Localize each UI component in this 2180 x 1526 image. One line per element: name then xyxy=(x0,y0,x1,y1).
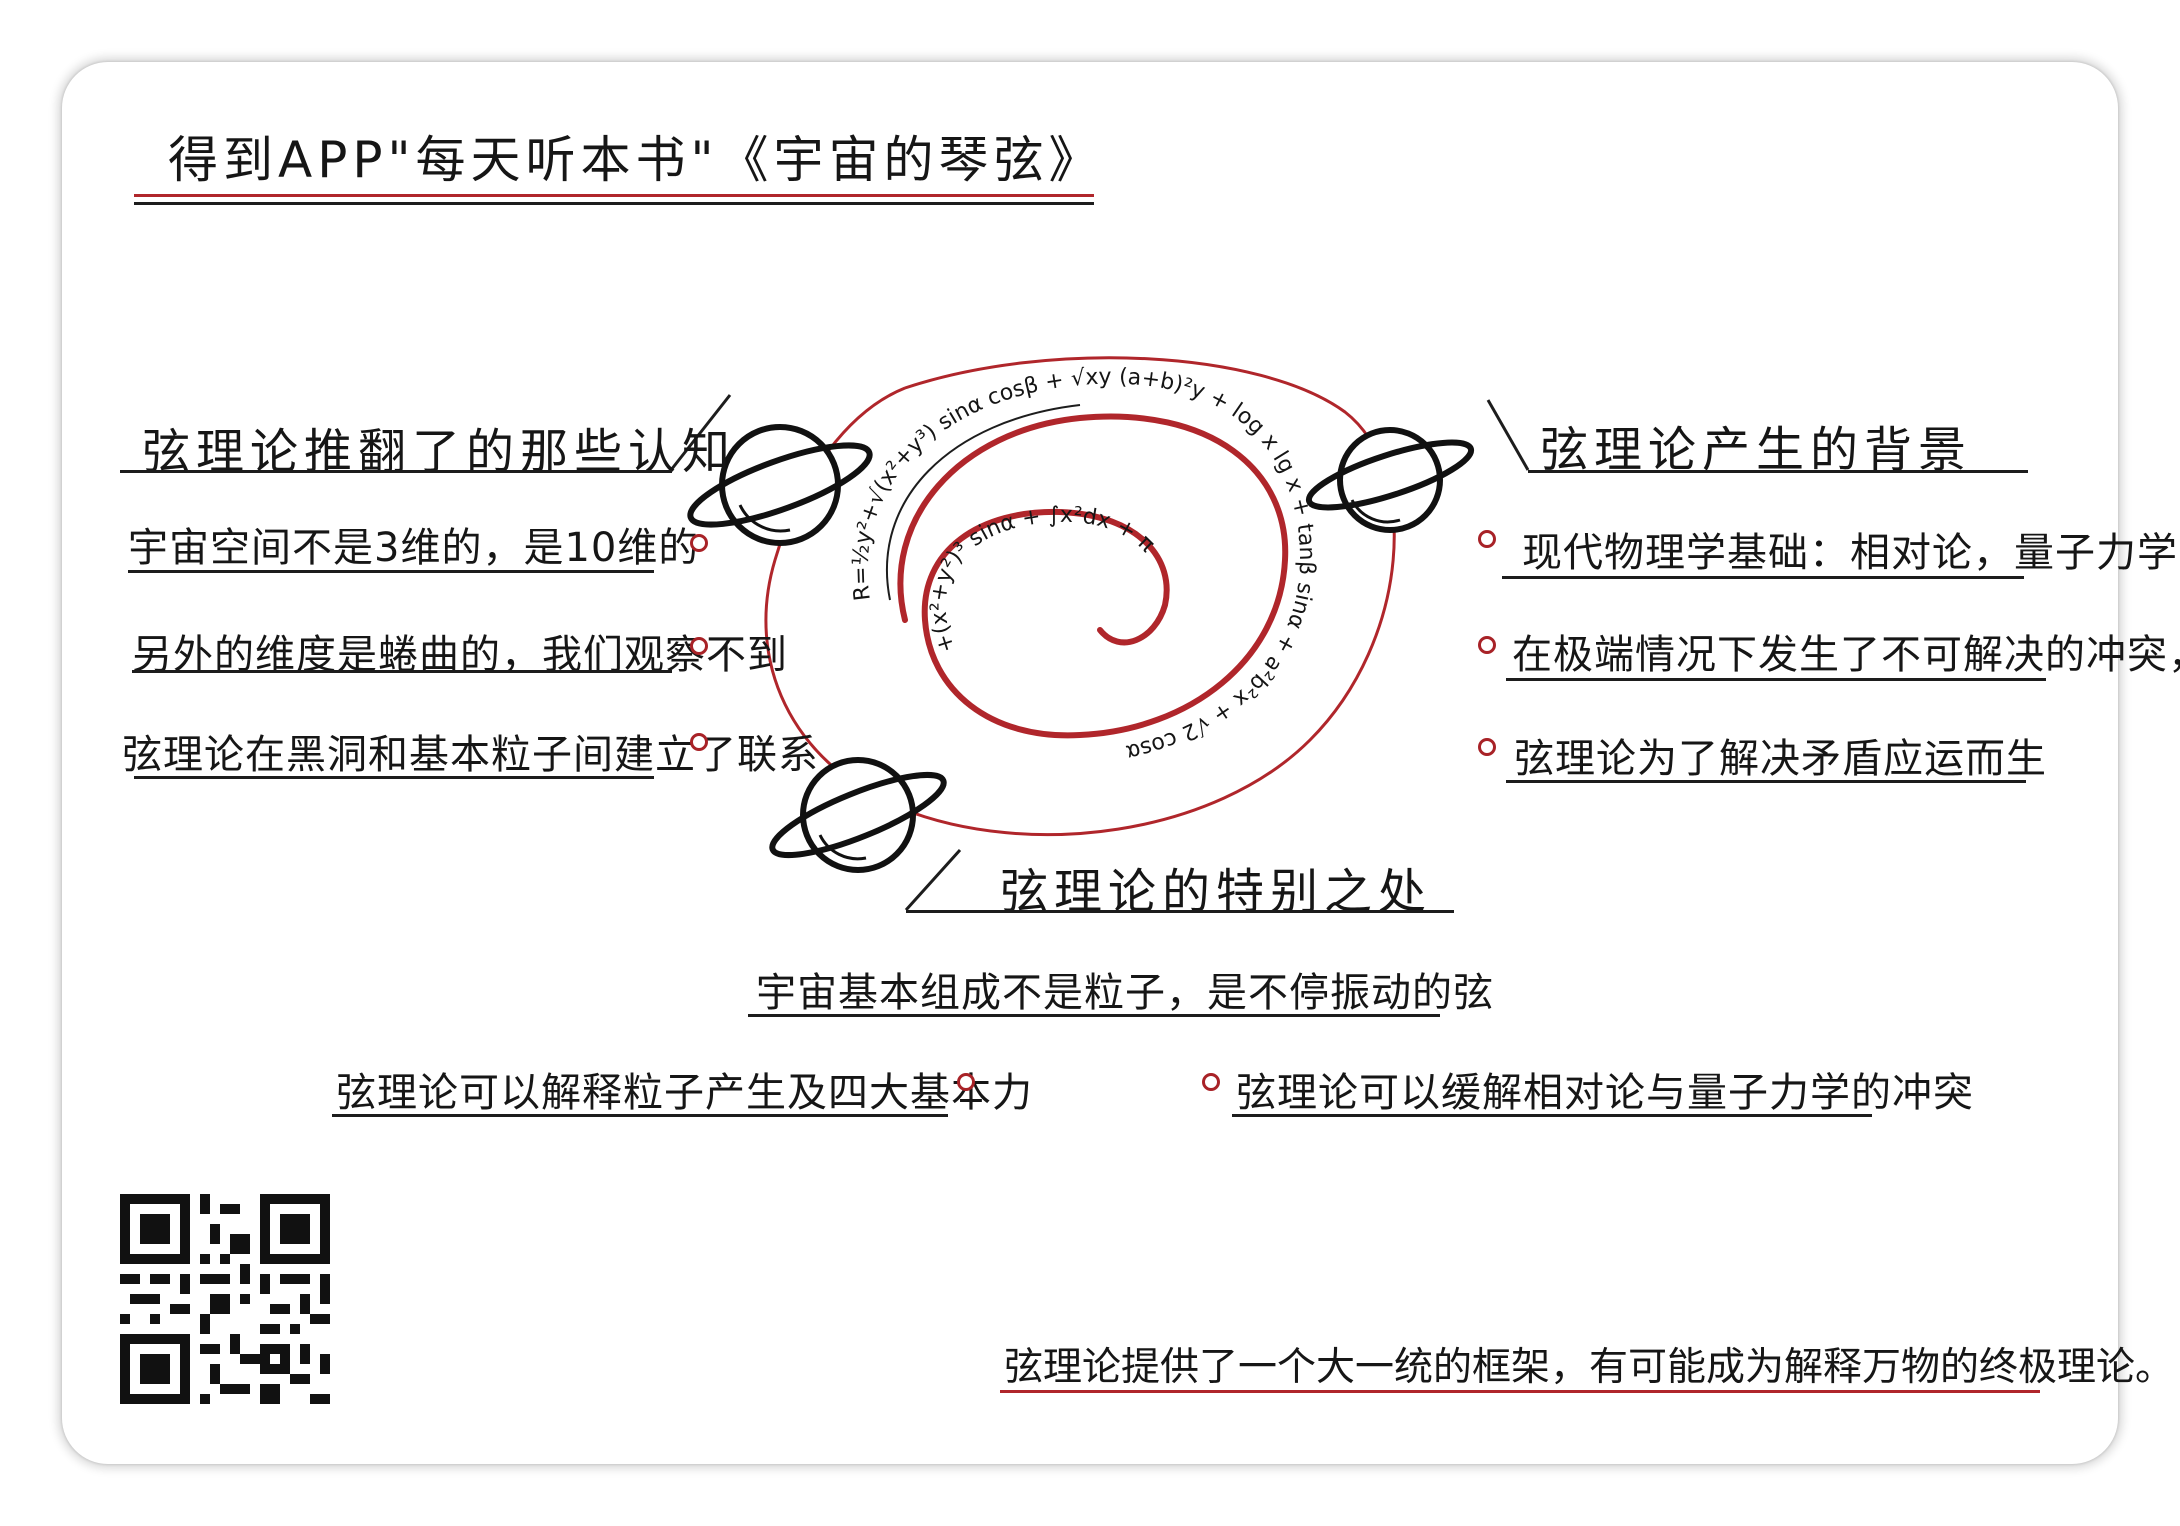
center-main-underline xyxy=(748,1014,1440,1017)
right-item-3: 弦理论为了解决矛盾应运而生 xyxy=(1514,736,2047,782)
title-underline xyxy=(134,202,1094,205)
right-item-3-dot xyxy=(1478,738,1496,756)
left-item-1-underline xyxy=(128,570,654,573)
right-item-1-dot xyxy=(1478,530,1496,548)
center-item-2: 弦理论可以缓解相对论与量子力学的冲突 xyxy=(1236,1070,1974,1116)
spiral-formula-outer: R=½y²+√(x²+y³) sinα cosβ + √xy (a+b)²y +… xyxy=(848,365,1319,765)
left-heading-underline xyxy=(120,470,672,473)
spiral-formula-inner: +(x²+y²)³ sinα + ∫x²dx + π xyxy=(927,503,1160,656)
planet-left-icon xyxy=(687,424,873,546)
spiral-curve-inner xyxy=(885,404,1081,601)
planet-bottom-icon xyxy=(769,757,947,873)
left-item-2-dot xyxy=(690,637,708,655)
right-item-2-underline xyxy=(1506,678,2046,681)
center-item-1: 弦理论可以解释粒子产生及四大基本力 xyxy=(336,1070,1033,1116)
planet-right-icon xyxy=(1305,427,1475,533)
center-item-2-dot xyxy=(1202,1073,1220,1091)
qr-code xyxy=(120,1194,330,1404)
right-heading-underline xyxy=(1528,470,2028,473)
outer-loop xyxy=(764,356,1396,837)
spiral-curve xyxy=(897,413,1289,739)
right-section-heading: 弦理论产生的背景 xyxy=(1540,422,1973,478)
right-item-2-dot xyxy=(1478,636,1496,654)
center-heading-underline xyxy=(906,910,1454,913)
left-item-2-underline xyxy=(132,670,672,673)
center-item-2-underline xyxy=(1232,1114,1872,1117)
left-item-3-underline xyxy=(134,776,654,779)
left-item-3-dot xyxy=(690,733,708,751)
center-item-1-dot xyxy=(957,1073,975,1091)
conclusion-underline xyxy=(1000,1390,2040,1393)
right-item-1: 现代物理学基础：相对论，量子力学 xyxy=(1522,530,2178,576)
right-item-1-underline xyxy=(1502,576,2024,579)
page-title: 得到APP"每天听本书"《宇宙的琴弦》 xyxy=(168,131,1104,189)
left-item-1: 宇宙空间不是3维的，是10维的 xyxy=(128,525,700,571)
left-item-3: 弦理论在黑洞和基本粒子间建立了联系 xyxy=(122,732,819,778)
right-item-2: 在极端情况下发生了不可解决的冲突， xyxy=(1512,632,2180,678)
center-item-1-underline xyxy=(332,1114,948,1117)
right-item-3-underline xyxy=(1506,780,2026,783)
card-frame xyxy=(62,62,2118,1464)
conclusion: 弦理论提供了一个大一统的框架，有可能成为解释万物的终极理论。 xyxy=(1004,1345,2175,1390)
title-underline-red xyxy=(134,194,1094,197)
center-main: 宇宙基本组成不是粒子，是不停振动的弦 xyxy=(756,970,1494,1016)
left-item-1-dot xyxy=(690,534,708,552)
